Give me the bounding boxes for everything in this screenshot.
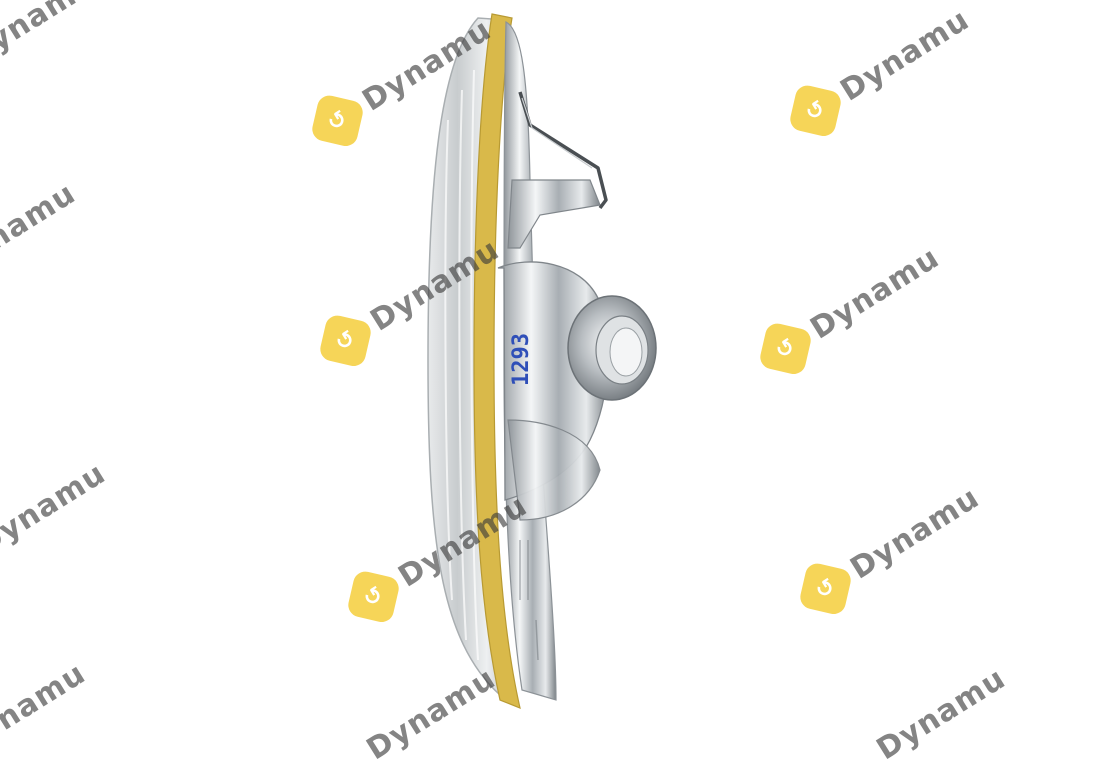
product-photo: 1293 ↺ Dynamu ↺ Dynamu ↺ Dynamu ↺ Dynamu… [0,0,1012,767]
part-code: 1293 [509,333,534,386]
lower-fin [507,419,601,521]
lamp-trim-rim [473,13,521,709]
spring-wire [518,91,608,210]
side-marker-lamp-illustration: 1293 [427,13,657,709]
mounting-clip [507,179,601,249]
